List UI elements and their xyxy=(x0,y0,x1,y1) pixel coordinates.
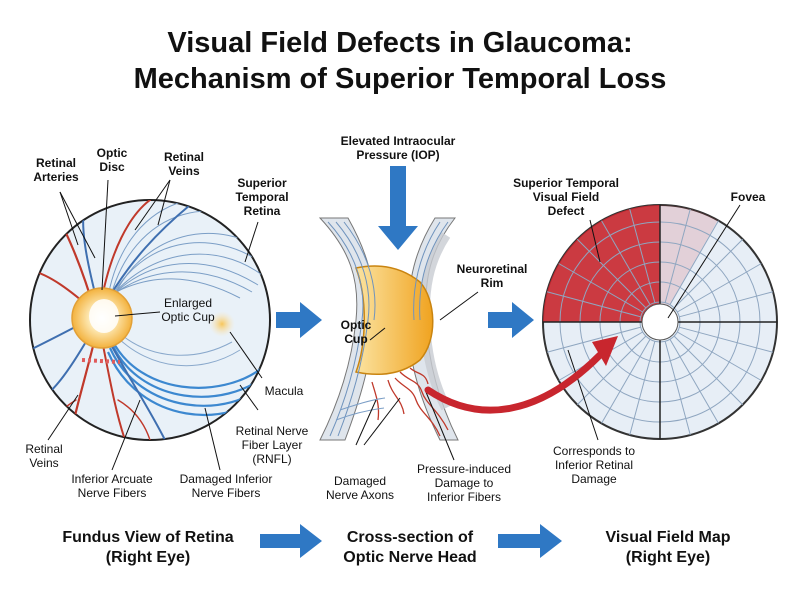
flow-arrows xyxy=(260,166,562,558)
caption-field: Visual Field Map(Right Eye) xyxy=(605,529,731,566)
visual-field-map xyxy=(542,204,778,440)
label-macula: Macula xyxy=(264,384,304,398)
arrow-fundus-to-onh xyxy=(276,302,322,338)
onh-lower-fibers xyxy=(335,397,386,421)
field-grid-spoke xyxy=(629,341,656,436)
diagram-title-line2: Mechanism of Superior Temporal Loss xyxy=(133,63,667,95)
field-grid-spoke xyxy=(679,326,774,353)
fundus-view xyxy=(29,199,271,441)
macula xyxy=(209,311,235,337)
field-grid-spoke xyxy=(601,339,651,424)
field-grid-spoke xyxy=(669,339,719,424)
field-grid-spoke xyxy=(669,220,719,305)
caption-fundus: Fundus View of Retina(Right Eye) xyxy=(62,529,234,566)
onh-cup xyxy=(354,265,434,376)
field-grid-spoke xyxy=(677,331,762,381)
arrow-onh-to-field xyxy=(488,302,534,338)
field-grid-spoke xyxy=(677,263,762,313)
field-grid-spoke xyxy=(546,291,641,318)
onh-axons-left xyxy=(327,221,376,437)
fovea-center xyxy=(641,303,679,341)
fundus-leader-lines xyxy=(47,179,263,471)
field-grid-spoke xyxy=(673,238,744,309)
optic-cup xyxy=(89,299,119,333)
arrow-iop xyxy=(378,166,418,250)
label-fovea: Fovea xyxy=(730,190,766,204)
field-grid-spoke xyxy=(673,335,744,406)
onh-cross-section xyxy=(318,217,459,441)
diagram-title-line1: Visual Field Defects in Glaucoma: xyxy=(167,27,633,59)
field-grid-spoke xyxy=(558,263,643,313)
field-grid-spoke xyxy=(629,208,656,303)
damage-correspondence-arrowhead xyxy=(592,336,618,366)
field-grid-spoke xyxy=(576,238,647,309)
inferior-thin-fibers xyxy=(115,331,241,367)
field-leader-lines xyxy=(567,204,741,441)
field-grid-spoke xyxy=(546,326,641,353)
onh-axons-right xyxy=(413,221,449,321)
field-grid-spoke xyxy=(576,335,647,406)
field-grid-spoke xyxy=(679,291,774,318)
damage-marks xyxy=(81,358,121,364)
field-grid-spoke xyxy=(601,220,651,305)
onh-leader-lines xyxy=(355,291,479,461)
field-grid-spoke xyxy=(664,341,691,436)
arrow-caption-2 xyxy=(498,524,562,558)
onh-damaged-axons xyxy=(371,367,449,437)
damage-correspondence-arrow xyxy=(424,351,604,414)
arrow-caption-1 xyxy=(260,524,322,558)
field-grid-spoke xyxy=(664,208,691,303)
